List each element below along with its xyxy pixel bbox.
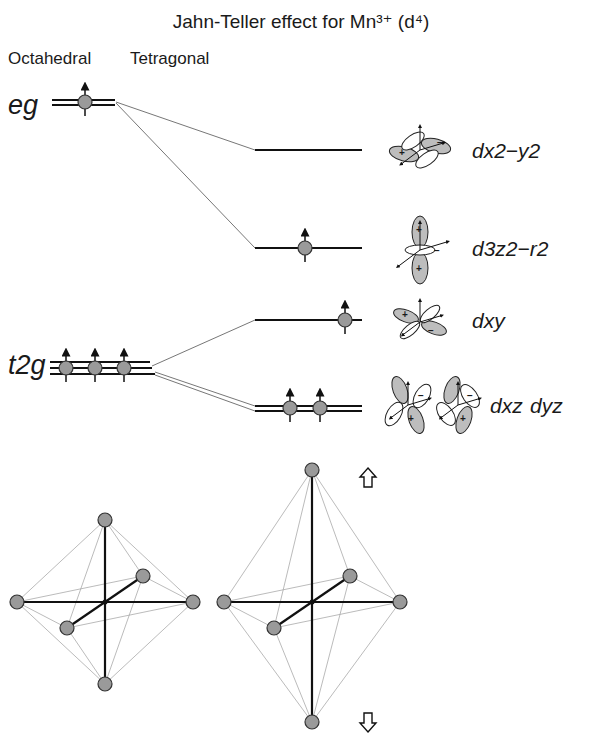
stretch-arrow bbox=[360, 468, 376, 487]
orbital-lobe bbox=[418, 302, 443, 325]
phase-sign: − bbox=[418, 391, 424, 401]
orbital-lobe bbox=[398, 318, 423, 341]
orbital-label: dyz bbox=[530, 395, 563, 416]
orbital-lobe bbox=[405, 404, 428, 435]
orbital-lobe bbox=[381, 399, 406, 429]
column-heading: Tetragonal bbox=[130, 50, 209, 67]
phase-sign: − bbox=[437, 138, 443, 148]
orbital-lobe bbox=[389, 374, 412, 405]
electron bbox=[78, 95, 92, 109]
electron bbox=[117, 361, 131, 375]
phase-sign: − bbox=[434, 246, 440, 256]
level-label: eg bbox=[8, 92, 38, 119]
level-label: t2g bbox=[8, 352, 46, 379]
orbital-lobe bbox=[453, 404, 476, 435]
axis-arrows bbox=[402, 300, 442, 335]
phase-sign: + bbox=[408, 414, 414, 424]
axis-arrows bbox=[401, 126, 444, 164]
octahedron bbox=[10, 513, 200, 691]
electron bbox=[338, 313, 352, 327]
orbital-lobe bbox=[457, 381, 483, 410]
phase-sign: + bbox=[399, 148, 405, 158]
energy-level bbox=[255, 410, 362, 412]
energy-level bbox=[255, 405, 362, 407]
electron bbox=[88, 361, 102, 375]
correlation-line bbox=[116, 102, 255, 150]
elongated-octahedron bbox=[217, 463, 407, 729]
electron bbox=[313, 401, 327, 415]
axis-arrows bbox=[390, 383, 430, 418]
phase-sign: + bbox=[460, 414, 466, 424]
correlation-line bbox=[152, 320, 255, 366]
orbital-label: dxz bbox=[490, 395, 523, 416]
axis-arrows bbox=[440, 383, 480, 418]
phase-sign: + bbox=[416, 264, 422, 274]
orbital-label: dxy bbox=[472, 310, 505, 331]
orbital-lobe bbox=[433, 399, 459, 428]
orbital-label: d3z2−r2 bbox=[472, 238, 548, 259]
correlation-line bbox=[116, 103, 255, 248]
phase-sign: − bbox=[467, 391, 473, 401]
orbital-lobe bbox=[441, 374, 464, 405]
phase-sign: + bbox=[416, 225, 422, 235]
correlation-line bbox=[155, 372, 255, 406]
orbital-label: dx2−y2 bbox=[472, 140, 540, 161]
orbital-lobe bbox=[413, 147, 441, 172]
orbital-lobe bbox=[412, 252, 428, 284]
electron bbox=[283, 401, 297, 415]
stretch-arrow bbox=[360, 713, 376, 732]
phase-sign: + bbox=[402, 310, 408, 320]
electron bbox=[298, 241, 312, 255]
title: Jahn-Teller effect for Mn³⁺ (d⁴) bbox=[0, 12, 602, 31]
energy-level bbox=[255, 149, 362, 151]
correlation-line bbox=[155, 375, 255, 411]
column-heading: Octahedral bbox=[8, 50, 91, 67]
orbital-lobe bbox=[409, 381, 434, 411]
axis-arrows bbox=[398, 222, 448, 267]
phase-sign: − bbox=[428, 326, 434, 336]
electron bbox=[59, 361, 73, 375]
